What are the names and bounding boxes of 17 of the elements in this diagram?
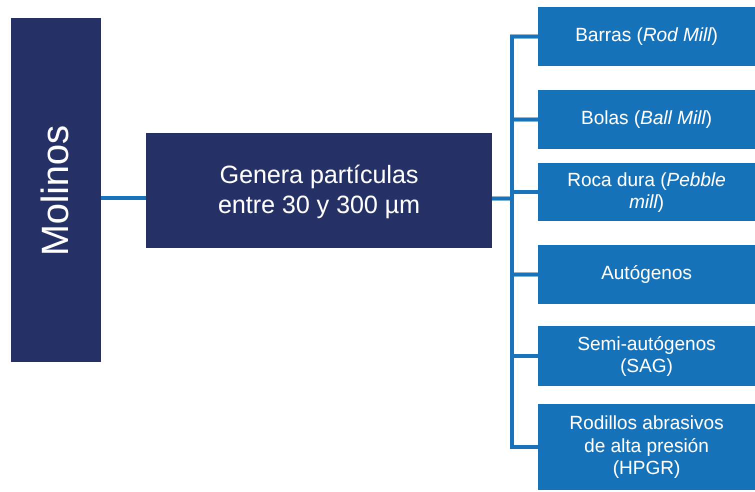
connector-line [101, 196, 146, 200]
category-box [538, 90, 755, 149]
node-label: Molinos [34, 124, 78, 256]
category-box [538, 326, 755, 386]
node-label: Genera partículas entre 30 y 300 µm [216, 161, 421, 220]
category-box [538, 7, 755, 66]
node-label: Rodillos abrasivos de alta presión (HPGR) [568, 413, 725, 481]
category-box [538, 404, 755, 490]
node-label: Bolas (Ball Mill) [581, 108, 712, 131]
process-box [146, 133, 492, 248]
category-box [538, 163, 755, 221]
node-label: Autógenos [601, 263, 692, 286]
node-label: Roca dura (Pebble mill) [566, 170, 727, 214]
node-label: Barras (Rod Mill) [575, 25, 718, 48]
title-bar [11, 18, 101, 362]
category-box [538, 245, 755, 304]
node-label: Semi-autógenos (SAG) [576, 334, 717, 378]
